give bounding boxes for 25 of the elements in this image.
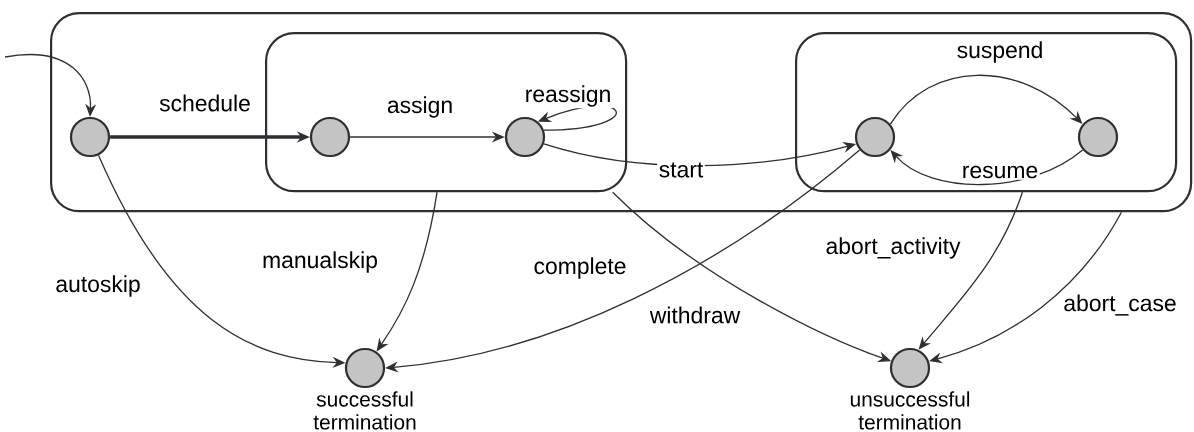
edge-label: resume	[960, 164, 1040, 180]
edge-label: reassign	[523, 83, 613, 109]
edge-label: schedule	[157, 93, 253, 113]
transition-arrow	[890, 149, 1084, 186]
state-group-box	[265, 32, 628, 193]
edge-label: complete	[532, 255, 628, 281]
edge-label: autoskip	[53, 273, 143, 299]
edge-label: withdraw	[648, 305, 742, 325]
state-circle	[1077, 116, 1119, 158]
state-circle	[69, 116, 111, 158]
node-label: unsuccessful termination	[850, 391, 970, 430]
state-circle	[309, 116, 351, 158]
state-circle	[854, 116, 896, 158]
edge-label: manualskip	[260, 249, 380, 275]
edge-label: abort_activity	[824, 235, 962, 261]
edge-label: start	[657, 161, 705, 179]
node-label: successful termination	[313, 391, 416, 430]
state-group-box	[50, 12, 1193, 213]
state-group-box	[795, 32, 1178, 193]
edge-label: abort_case	[1061, 292, 1179, 318]
state-circle	[504, 116, 546, 158]
transition-arrow	[889, 74, 1083, 125]
edge-label: suspend	[955, 39, 1045, 65]
transition-arrow	[918, 191, 1024, 350]
edge-label: assign	[385, 94, 455, 120]
